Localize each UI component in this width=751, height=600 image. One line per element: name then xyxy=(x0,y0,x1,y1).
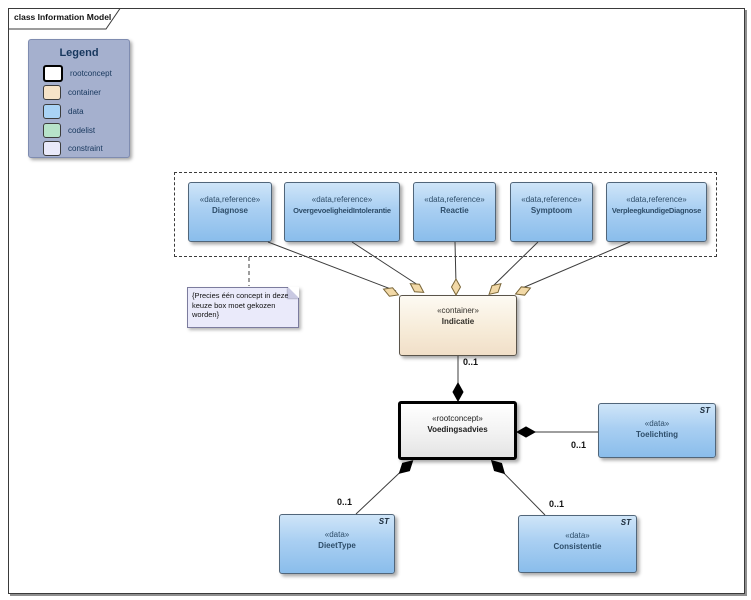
choice-group-rect xyxy=(174,172,717,257)
multiplicity-toelichting: 0..1 xyxy=(571,440,587,450)
class-box-voedingsadvies: «rootconcept» Voedingsadvies xyxy=(398,401,517,460)
class-name: Consistentie xyxy=(553,542,602,551)
class-box-consistentie: ST «data» Consistentie xyxy=(518,515,637,573)
legend-title: Legend xyxy=(59,47,99,59)
legend-item-label: data xyxy=(68,107,84,116)
stereotype-label: «data,reference» xyxy=(424,195,485,204)
codelist-swatch xyxy=(43,123,61,138)
container-swatch xyxy=(43,85,61,100)
rootconcept-swatch xyxy=(43,65,63,82)
class-box-symptoom: «data,reference» Symptoom xyxy=(510,182,593,242)
stereotype-label: «data,reference» xyxy=(311,195,373,204)
stereotype-label: «data» xyxy=(565,531,590,540)
data-swatch xyxy=(43,104,61,119)
class-name: Reactie xyxy=(440,206,469,215)
constraint-note-text: {Precies één concept in deze keuze box m… xyxy=(192,291,289,319)
constraint-swatch xyxy=(43,141,61,156)
class-name: Toelichting xyxy=(635,430,679,439)
class-box-reactie: «data,reference» Reactie xyxy=(413,182,496,242)
stereotype-label: «container» xyxy=(437,306,479,315)
stereotype-label: «data,reference» xyxy=(521,195,582,204)
legend: Legend rootconcept container data codeli… xyxy=(28,39,130,158)
st-tag: ST xyxy=(620,518,631,527)
class-box-verpleegkundigediagnose: «data,reference» VerpleegkundigeDiagnose xyxy=(606,182,707,242)
stereotype-label: «data,reference» xyxy=(199,195,261,204)
st-tag: ST xyxy=(699,406,710,415)
class-name: Voedingsadvies xyxy=(427,425,488,434)
class-box-toelichting: ST «data» Toelichting xyxy=(598,403,716,458)
legend-item-codelist: codelist xyxy=(43,123,95,138)
legend-item-label: rootconcept xyxy=(70,69,112,78)
multiplicity-consistentie: 0..1 xyxy=(549,499,565,509)
frame-tab-shape xyxy=(8,8,121,30)
class-box-overgevoeligheidintolerantie: «data,reference» OvergevoeligheidIntoler… xyxy=(284,182,400,242)
class-name: Symptoom xyxy=(530,206,573,215)
legend-item-constraint: constraint xyxy=(43,141,103,156)
st-tag: ST xyxy=(378,517,389,526)
legend-item-label: container xyxy=(68,88,101,97)
class-box-dieettype: ST «data» DieetType xyxy=(279,514,395,574)
class-name: VerpleegkundigeDiagnose xyxy=(611,206,702,215)
stereotype-label: «data» xyxy=(324,530,350,539)
class-name: Diagnose xyxy=(211,206,248,215)
legend-item-rootconcept: rootconcept xyxy=(43,65,112,82)
class-box-diagnose: «data,reference» Diagnose xyxy=(188,182,272,242)
frame-tab xyxy=(8,8,121,30)
multiplicity-dieettype: 0..1 xyxy=(337,497,353,507)
class-name: DieetType xyxy=(318,541,356,550)
constraint-note: {Precies één concept in deze keuze box m… xyxy=(187,287,299,328)
legend-item-label: constraint xyxy=(68,144,103,153)
class-name: OvergevoeligheidIntolerantie xyxy=(293,206,391,215)
diagram-title: class Information Model xyxy=(14,12,112,22)
legend-item-label: codelist xyxy=(68,126,96,135)
legend-item-container: container xyxy=(43,85,101,100)
stereotype-label: «data» xyxy=(644,419,670,428)
multiplicity-indicatie: 0..1 xyxy=(463,357,479,367)
class-name: Indicatie xyxy=(441,317,475,326)
legend-item-data: data xyxy=(43,104,84,119)
stereotype-label: «data,reference» xyxy=(626,195,687,204)
class-box-indicatie: «container» Indicatie xyxy=(399,295,517,356)
stereotype-label: «rootconcept» xyxy=(432,414,483,423)
